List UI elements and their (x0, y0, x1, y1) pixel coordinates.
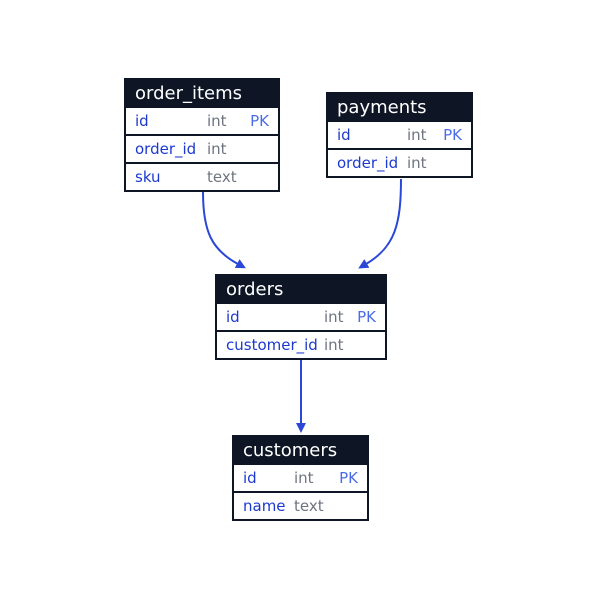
column-name: id (243, 469, 257, 487)
table-row: customer_id int (217, 330, 385, 358)
column-name: customer_id (226, 336, 318, 354)
column-type: text (207, 168, 237, 186)
table-title: order_items (126, 80, 278, 108)
column-type: int (207, 140, 227, 158)
table-title: orders (217, 276, 385, 304)
column-type: int (407, 154, 427, 172)
table-customers: customers id int PK name text (232, 435, 369, 521)
pk-badge: PK (357, 308, 376, 326)
column-type: int (294, 469, 314, 487)
table-order-items: order_items id int PK order_id int sku t… (124, 78, 280, 192)
column-type: int (207, 112, 227, 130)
column-name: id (135, 112, 149, 130)
table-row: name text (234, 491, 367, 519)
table-row: order_id int (126, 134, 278, 162)
column-type: int (324, 308, 344, 326)
table-row: sku text (126, 162, 278, 190)
table-title: payments (328, 94, 471, 122)
table-row: id int PK (234, 465, 367, 491)
table-payments: payments id int PK order_id int (326, 92, 473, 178)
pk-badge: PK (339, 469, 358, 487)
column-name: sku (135, 168, 161, 186)
column-name: order_id (135, 140, 197, 158)
table-row: order_id int (328, 148, 471, 176)
relation-payments-to-orders-arrow (358, 178, 402, 269)
column-name: id (226, 308, 240, 326)
table-row: id int PK (126, 108, 278, 134)
column-type: int (324, 336, 344, 354)
table-title: customers (234, 437, 367, 465)
column-type: int (407, 126, 427, 144)
column-name: name (243, 497, 286, 515)
pk-badge: PK (250, 112, 269, 130)
table-row: id int PK (217, 304, 385, 330)
pk-badge: PK (443, 126, 462, 144)
column-type: text (294, 497, 324, 515)
relation-order-items-to-orders-arrow (202, 191, 246, 269)
table-row: id int PK (328, 122, 471, 148)
table-orders: orders id int PK customer_id int (215, 274, 387, 360)
column-name: order_id (337, 154, 399, 172)
column-name: id (337, 126, 351, 144)
